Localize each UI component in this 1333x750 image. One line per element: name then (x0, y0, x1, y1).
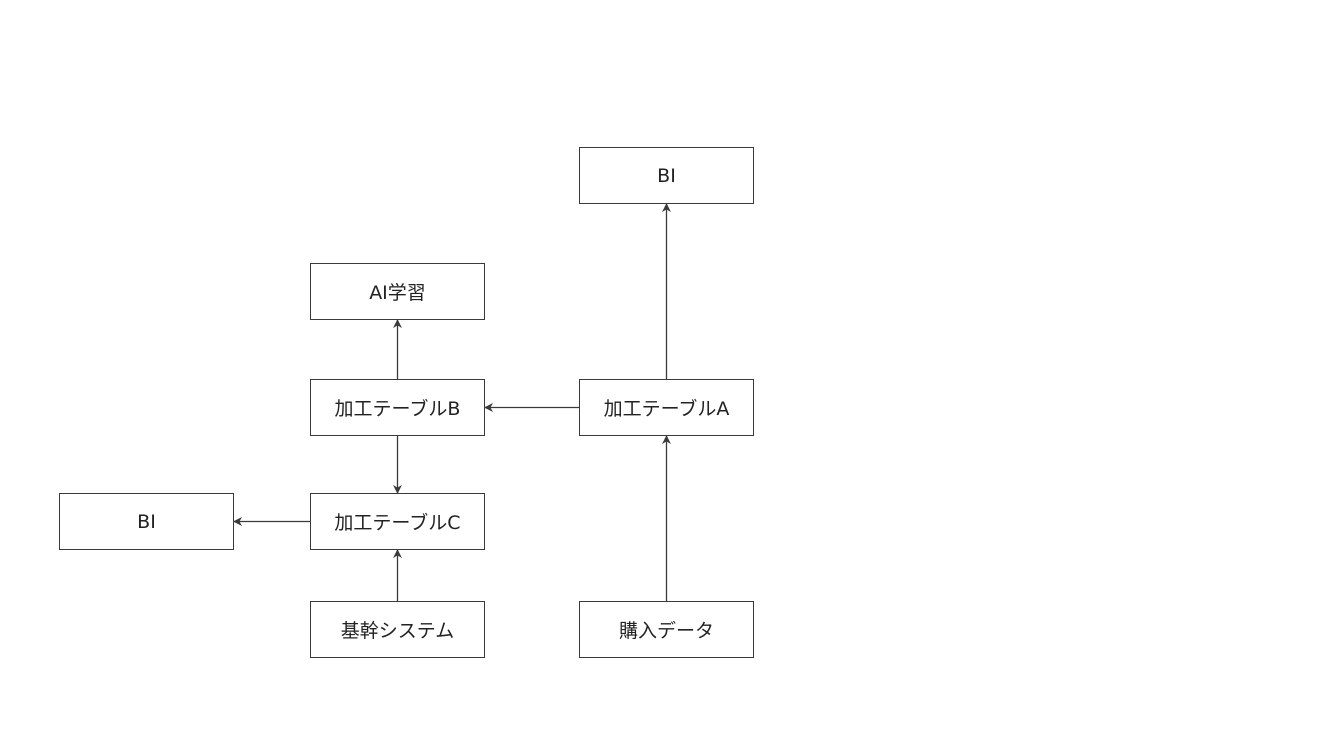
node-label: 加工テーブルA (603, 398, 730, 420)
node-purchase-data[interactable]: 購入データ (579, 601, 754, 658)
node-ai-learning[interactable]: AI学習 (310, 263, 485, 320)
node-bi-left[interactable]: BI (59, 493, 234, 550)
node-label: 購入データ (618, 620, 714, 642)
node-label: AI学習 (369, 282, 426, 304)
node-core-system[interactable]: 基幹システム (310, 601, 485, 658)
node-processing-table-a[interactable]: 加工テーブルA (579, 379, 754, 436)
node-label: BI (137, 510, 156, 533)
node-bi-top[interactable]: BI (579, 147, 754, 204)
node-label: BI (657, 164, 676, 187)
node-processing-table-b[interactable]: 加工テーブルB (310, 379, 485, 436)
node-label: 基幹システム (340, 620, 455, 642)
node-label: 加工テーブルC (334, 512, 461, 534)
node-label: 加工テーブルB (334, 398, 461, 420)
node-processing-table-c[interactable]: 加工テーブルC (310, 493, 485, 550)
